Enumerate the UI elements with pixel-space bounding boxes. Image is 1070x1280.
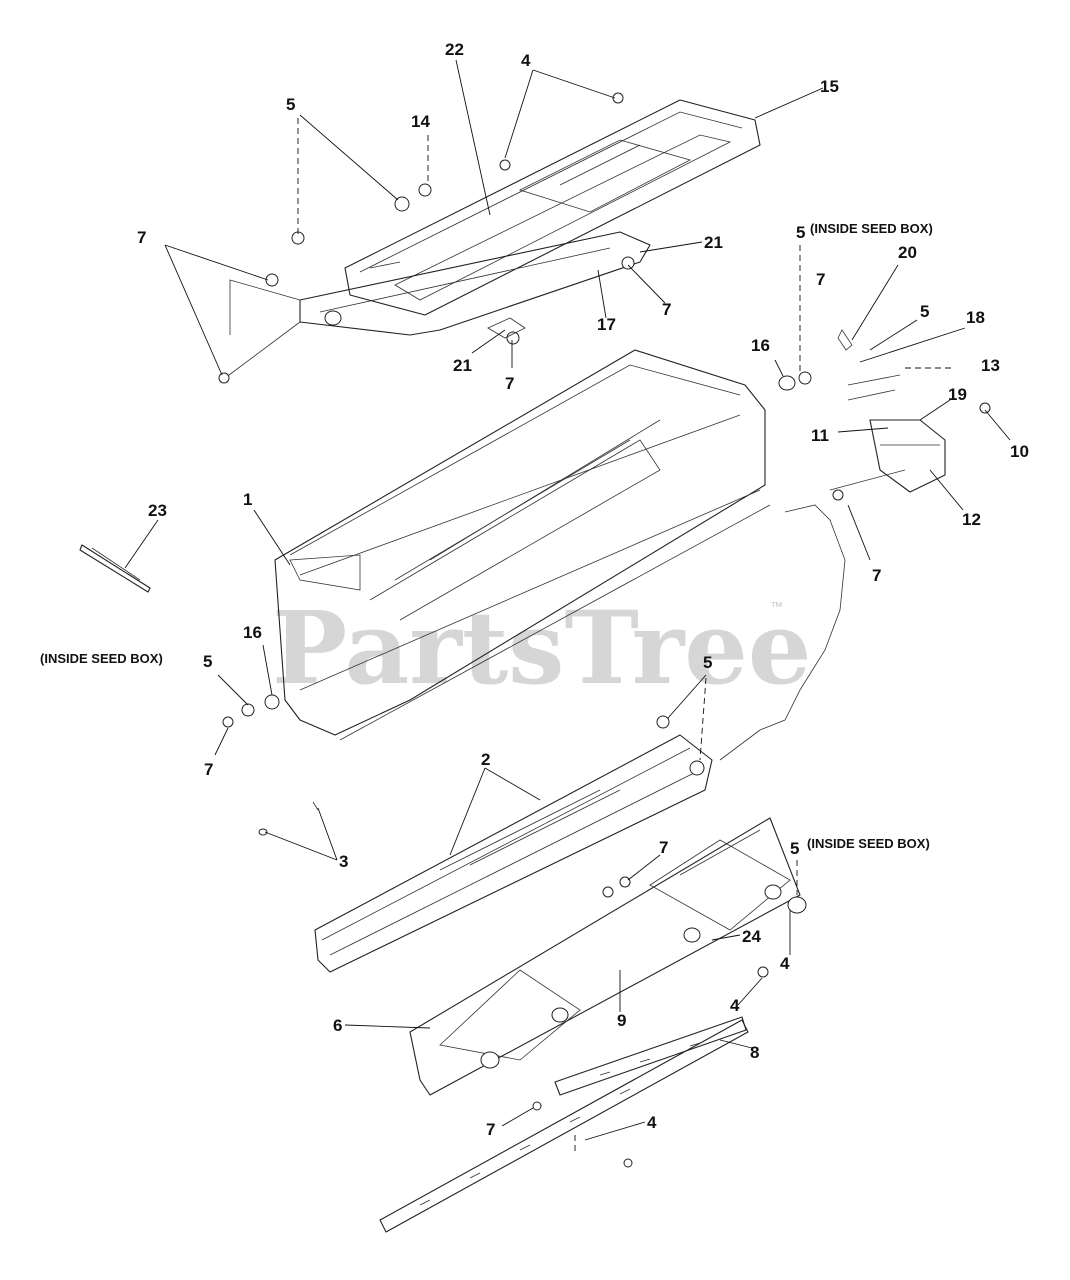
callout-21: 21 (704, 233, 723, 252)
seed-channel (314, 715, 713, 973)
leader-lines (124, 59, 1011, 1155)
callout-7: 7 (659, 838, 668, 857)
callout-20: 20 (898, 243, 917, 262)
callout-labels: 22 4 15 5 14 7 21 17 7 21 7 5 (INSIDE SE… (40, 40, 1029, 1139)
callout-2: 2 (481, 750, 490, 769)
callout-7: 7 (816, 270, 825, 289)
watermark-text: PartsTree (272, 589, 812, 707)
callout-21: 21 (453, 356, 472, 375)
callout-4: 4 (647, 1113, 657, 1132)
callout-7: 7 (486, 1120, 495, 1139)
callout-18: 18 (966, 308, 985, 327)
callout-9: 9 (617, 1011, 626, 1030)
callout-12: 12 (962, 510, 981, 529)
callout-11: 11 (811, 426, 829, 445)
callout-4: 4 (521, 51, 531, 70)
callout-24: 24 (742, 927, 761, 946)
callout-16: 16 (243, 623, 262, 642)
left-bushing (264, 694, 280, 710)
decal-label (79, 544, 151, 593)
callout-3: 3 (339, 852, 348, 871)
callout-23: 23 (148, 501, 167, 520)
callout-5: 5 (703, 653, 712, 672)
callout-19: 19 (948, 385, 967, 404)
callout-5: 5 (286, 95, 295, 114)
note-inside-seed-box: (INSIDE SEED BOX) (807, 836, 930, 851)
note-inside-seed-box: (INSIDE SEED BOX) (40, 651, 163, 666)
note-inside-seed-box: (INSIDE SEED BOX) (810, 221, 933, 236)
cover-plate-assembly (218, 92, 761, 384)
callout-13: 13 (981, 356, 1000, 375)
pin (312, 801, 319, 811)
callout-14: 14 (411, 112, 430, 131)
watermark-trademark: ™ (770, 599, 783, 614)
callout-7: 7 (204, 760, 213, 779)
callout-22: 22 (445, 40, 464, 59)
seed-box-housing (274, 349, 812, 741)
left-washer (241, 703, 255, 717)
callout-15: 15 (820, 77, 839, 96)
callout-1: 1 (243, 490, 252, 509)
callout-6: 6 (333, 1016, 342, 1035)
gauge-strip-lower (379, 1019, 749, 1233)
callout-8: 8 (750, 1043, 759, 1062)
callout-5: 5 (790, 839, 799, 858)
bottom-plate-assembly (409, 817, 807, 1096)
callout-10: 10 (1010, 442, 1029, 461)
callout-5: 5 (203, 652, 212, 671)
gauge-strip-upper (554, 1016, 747, 1096)
callout-4: 4 (730, 996, 740, 1015)
left-nut (222, 716, 234, 728)
callout-4: 4 (780, 954, 790, 973)
callout-7: 7 (662, 300, 671, 319)
callout-5: 5 (796, 223, 805, 242)
callout-7: 7 (872, 566, 881, 585)
callout-17: 17 (597, 315, 616, 334)
callout-7: 7 (137, 228, 146, 247)
callout-16: 16 (751, 336, 770, 355)
callout-5: 5 (920, 302, 929, 321)
callout-7: 7 (505, 374, 514, 393)
